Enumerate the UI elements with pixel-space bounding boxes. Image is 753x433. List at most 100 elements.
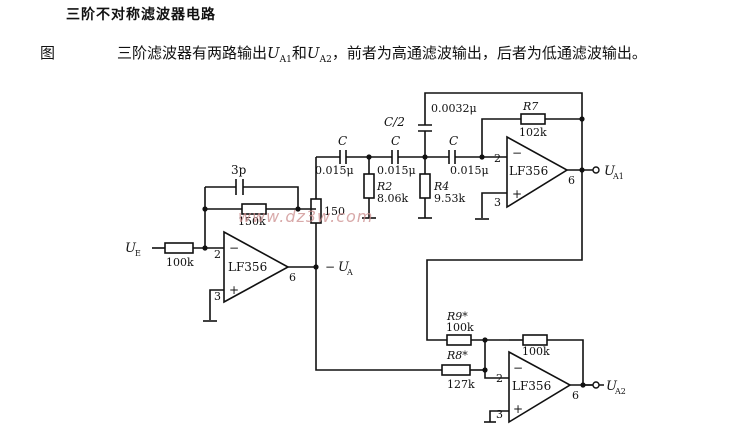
junction-dot [579, 167, 585, 173]
label-input-u: U [125, 241, 137, 256]
wire-to-stage3 [426, 170, 583, 341]
junction-dot [482, 337, 488, 343]
wire-opamp3-noninv [489, 410, 509, 422]
opamp1-body [223, 230, 290, 304]
label-c-half-name: C/2 [384, 115, 405, 129]
junction-dot [579, 116, 585, 122]
wire-r7-left [481, 118, 521, 157]
label-r-in-100k: 100k [166, 256, 194, 269]
label-opamp2-plus: + [512, 187, 522, 201]
label-opamp2: LF356 [509, 164, 548, 178]
wire-fb-3p-right [243, 186, 299, 209]
resistor-r9 [446, 334, 472, 346]
terminal-ua1 [592, 166, 600, 174]
wire-150-down [315, 223, 442, 371]
label-r-fb-100k: 100k [522, 345, 550, 358]
caption-ua2: U [306, 44, 320, 62]
resistor-r4 [419, 173, 431, 199]
label-c2-value: 0.015μ [377, 164, 416, 177]
junction-dot [580, 382, 586, 388]
watermark: www.dz3w.com [238, 207, 374, 226]
label-opamp2-pin6: 6 [568, 174, 575, 187]
wire-opamp2-noninv [481, 192, 507, 218]
label-ua1: U [604, 164, 616, 179]
label-r2-value: 8.06k [377, 192, 408, 205]
capacitor-c2 [391, 150, 399, 164]
label-r2-name: R2 [376, 180, 392, 193]
label-c3-name: C [449, 134, 458, 148]
label-opamp2-minus: − [512, 146, 522, 160]
label-ua: U [338, 260, 350, 275]
label-ua2-sub: A2 [614, 387, 626, 396]
label-r7-value: 102k [519, 126, 547, 139]
caption-ua1: U [267, 44, 280, 62]
label-cap-3p: 3p [231, 163, 247, 177]
label-opamp3-minus: − [513, 361, 523, 375]
resistor-fb-100k [522, 334, 548, 346]
junction-dot [202, 206, 208, 212]
label-r-150k: 150k [238, 215, 266, 228]
junction-dot [313, 264, 319, 270]
wire-r9-node [484, 340, 509, 379]
capacitor-c-half [418, 124, 432, 132]
opamp2-body [506, 135, 569, 209]
label-opamp2-pin3: 3 [494, 196, 501, 209]
resistor-r7 [520, 113, 546, 125]
label-opamp3-pin6: 6 [572, 389, 579, 402]
junction-dot [422, 154, 428, 160]
caption-text-1: 三阶滤波器有两路输出 [117, 44, 268, 62]
label-r8-value: 127k [447, 378, 475, 391]
label-r4-name: R4 [433, 180, 449, 193]
capacitor-3p [235, 179, 244, 195]
label-opamp1: LF356 [228, 260, 267, 274]
label-opamp3: LF356 [512, 379, 551, 393]
capacitor-c1 [339, 150, 347, 164]
label-r7-name: R7 [522, 100, 538, 113]
wire-opamp1-noninv [209, 289, 224, 320]
junction-dot [295, 206, 301, 212]
label-opamp1-pin3: 3 [214, 290, 221, 303]
wire-fb3-right [547, 339, 604, 386]
label-r9-value: 100k [446, 321, 474, 334]
label-opamp1-minus: − [229, 241, 239, 255]
resistor-r2 [363, 173, 375, 199]
junction-dot [479, 154, 485, 160]
label-ua-sub: A [346, 268, 353, 277]
label-opamp3-plus: + [513, 402, 523, 416]
label-c1-name: C [338, 134, 347, 148]
page-title: 三阶不对称滤波器电路 [66, 7, 216, 23]
caption-ua2-sub: A2 [319, 55, 332, 65]
label-opamp3-pin2: 2 [496, 372, 503, 385]
label-r4-value: 9.53k [434, 192, 465, 205]
junction-dot [202, 245, 208, 251]
label-opamp1-plus: + [229, 283, 239, 297]
junction-dot [366, 154, 372, 160]
label-opamp1-pin2: 2 [214, 248, 221, 261]
terminal-ua2 [592, 381, 600, 389]
label-input-sub: E [135, 249, 141, 258]
resistor-r8 [441, 364, 471, 376]
figure-caption: 三阶滤波器有两路输出UA1和UA2，前者为高通滤波输出，后者为低通滤波输出。 [117, 42, 647, 65]
label-opamp2-pin2: 2 [494, 152, 501, 165]
junction-dot [482, 367, 488, 373]
label-opamp1-pin6: 6 [289, 271, 296, 284]
wire-chalf-top [424, 92, 583, 170]
figure-label: 图 [40, 44, 56, 62]
caption-ua1-sub: A1 [279, 55, 292, 65]
label-r8-name: R8* [446, 349, 468, 362]
capacitor-c3 [448, 150, 456, 164]
label-opamp3-pin3: 3 [496, 408, 503, 421]
caption-text-3: ，前者为高通滤波输出，后者为低通滤波输出。 [331, 44, 647, 62]
label-ua2: U [606, 379, 618, 394]
label-c2-name: C [391, 134, 400, 148]
label-c3-value: 0.015μ [450, 164, 489, 177]
opamp3-body [508, 350, 572, 424]
label-ua1-sub: A1 [612, 172, 624, 181]
resistor-input-100k [164, 242, 194, 254]
label-r-150: 150 [324, 205, 345, 218]
label-r9-name: R9* [446, 310, 468, 323]
caption-text-2: 和 [291, 44, 307, 62]
label-c-half-value: 0.0032μ [431, 102, 477, 115]
label-c1-value: 0.015μ [315, 164, 354, 177]
